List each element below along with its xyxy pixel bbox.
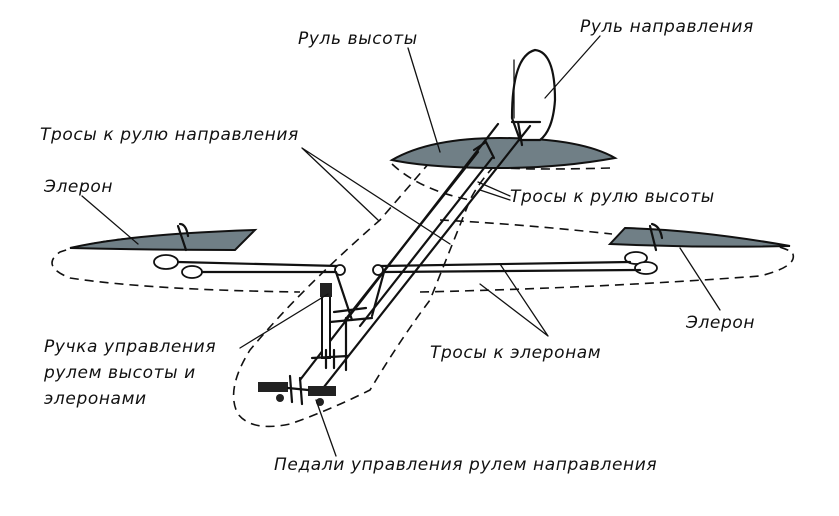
elevator-surface bbox=[389, 136, 618, 170]
label-pedals: Педали управления рулем направления bbox=[274, 455, 657, 475]
aileron-cable-lower bbox=[200, 268, 642, 274]
label-stick-line3: элеронами bbox=[44, 389, 147, 409]
label-stick-line1: Ручка управления bbox=[44, 337, 216, 357]
aileron-left-surface bbox=[69, 222, 258, 279]
aileron-cable-upper bbox=[176, 260, 632, 268]
rudder-surface bbox=[510, 48, 557, 147]
labels: Руль высоты Руль направления Тросы к рул… bbox=[40, 17, 755, 475]
aileron-right-surface bbox=[607, 222, 791, 275]
elevator-cable-2 bbox=[358, 156, 494, 328]
control-stick bbox=[310, 283, 374, 372]
fuselage-outline bbox=[232, 159, 501, 428]
leader-lines bbox=[81, 35, 721, 457]
pedals bbox=[258, 374, 336, 406]
label-rudder-cables: Тросы к рулю направления bbox=[40, 125, 299, 145]
label-elevator: Руль высоты bbox=[298, 29, 418, 49]
label-aileron-cables: Тросы к элеронам bbox=[430, 343, 601, 363]
cables bbox=[176, 122, 642, 394]
label-aileron-right: Элерон bbox=[685, 313, 755, 333]
label-stick-line2: рулем высоты и bbox=[43, 363, 196, 383]
label-rudder: Руль направления bbox=[580, 17, 754, 37]
label-elevator-cables: Тросы к рулю высоты bbox=[510, 187, 715, 207]
label-aileron-left: Элерон bbox=[43, 177, 113, 197]
elevator-cable-1 bbox=[343, 150, 480, 322]
rudder-cable-2 bbox=[318, 124, 532, 394]
